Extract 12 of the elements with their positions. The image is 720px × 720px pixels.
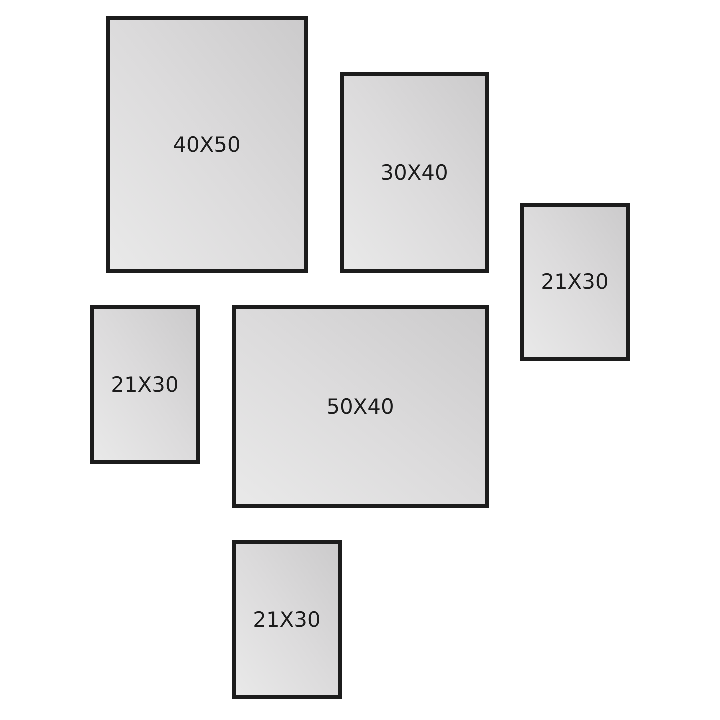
picture-frame bbox=[106, 16, 308, 273]
frame-size-label: 30X40 bbox=[380, 160, 448, 184]
picture-frame bbox=[232, 305, 489, 508]
picture-frame bbox=[520, 203, 630, 361]
frame-size-label: 40X50 bbox=[173, 132, 241, 156]
picture-frame bbox=[90, 305, 200, 464]
frame-size-label: 50X40 bbox=[326, 394, 394, 418]
picture-frame bbox=[232, 540, 342, 699]
frame-size-label: 21X30 bbox=[253, 608, 321, 632]
frame-size-label: 21X30 bbox=[111, 372, 179, 396]
picture-frame bbox=[340, 72, 489, 273]
frame-size-label: 21X30 bbox=[541, 270, 609, 294]
